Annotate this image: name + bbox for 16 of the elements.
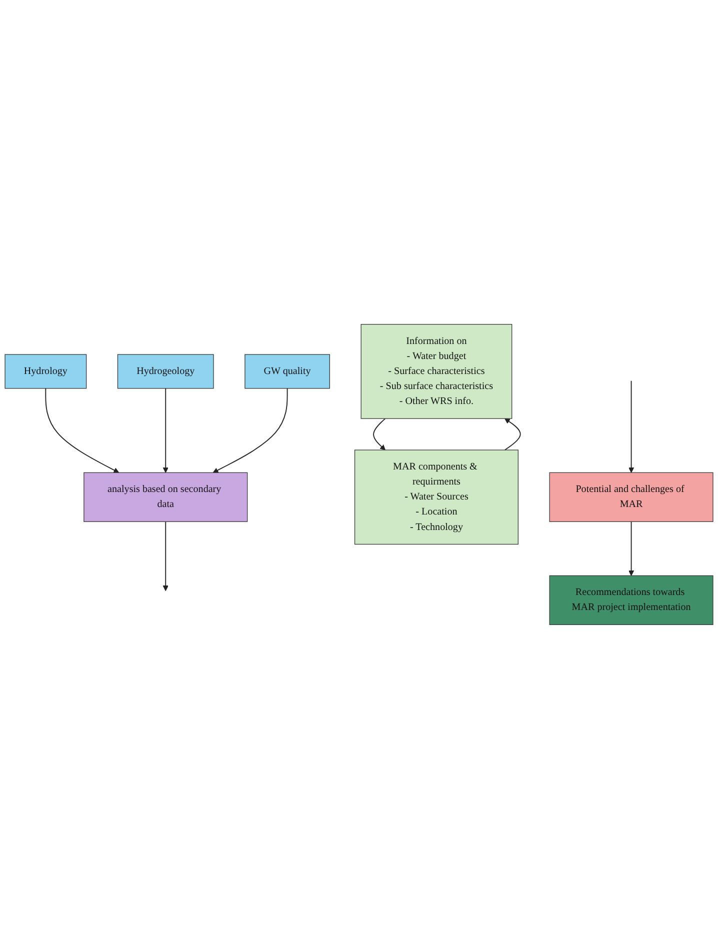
node-box: MAR components & requirments - Water Sources - Location - Technology [354,450,518,545]
node-box: Hydrogeology [117,354,214,389]
arrow [162,521,168,591]
arrow [162,388,168,473]
node-box: analysis based on secondary data [84,472,248,522]
node-box: Hydrology [4,354,87,389]
node-box: Recommendations towards MAR project implementation [549,575,714,626]
arrow [628,380,634,473]
node-box: Potential and challenges of MAR [549,472,714,522]
node-box: GW quality [244,354,330,389]
arrow [45,388,120,473]
arrow [373,418,386,450]
node-box: Information on - Water budget - Surface characteristics - Sub surface characteristics - Other WRS info. [360,324,512,419]
arrow [212,388,288,473]
arrow [504,418,521,450]
arrow [628,521,634,576]
